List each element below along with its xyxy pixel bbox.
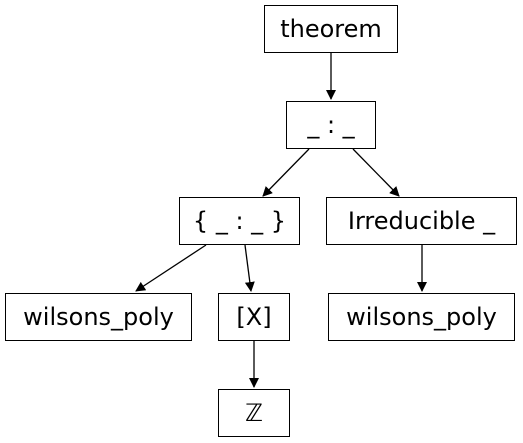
edge-typing-to-set-builder	[262, 148, 310, 197]
node-set-builder-label: { _ : _ }	[192, 207, 287, 235]
node-wilsons-poly-left-label: wilsons_poly	[23, 303, 174, 331]
node-integers-label: ℤ	[245, 399, 263, 427]
node-theorem: theorem	[264, 5, 398, 53]
node-irreducible-label: Irreducible _	[347, 207, 496, 235]
node-typing-label: _ : _	[307, 111, 355, 139]
node-wilsons-poly-right: wilsons_poly	[328, 293, 515, 341]
node-wilsons-poly-right-label: wilsons_poly	[346, 303, 497, 331]
node-wilsons-poly-left: wilsons_poly	[5, 293, 192, 341]
node-theorem-label: theorem	[280, 15, 382, 43]
node-set-builder: { _ : _ }	[179, 197, 300, 245]
edge-set-builder-to-poly-ring	[244, 244, 255, 292]
edge-set-builder-to-wilsons-poly-left	[135, 244, 207, 292]
node-typing: _ : _	[286, 101, 376, 149]
node-irreducible: Irreducible _	[326, 197, 517, 245]
node-poly-ring-label: [X]	[236, 303, 272, 331]
node-integers: ℤ	[218, 389, 290, 437]
node-poly-ring: [X]	[218, 293, 290, 341]
edge-typing-to-irreducible	[352, 148, 400, 197]
